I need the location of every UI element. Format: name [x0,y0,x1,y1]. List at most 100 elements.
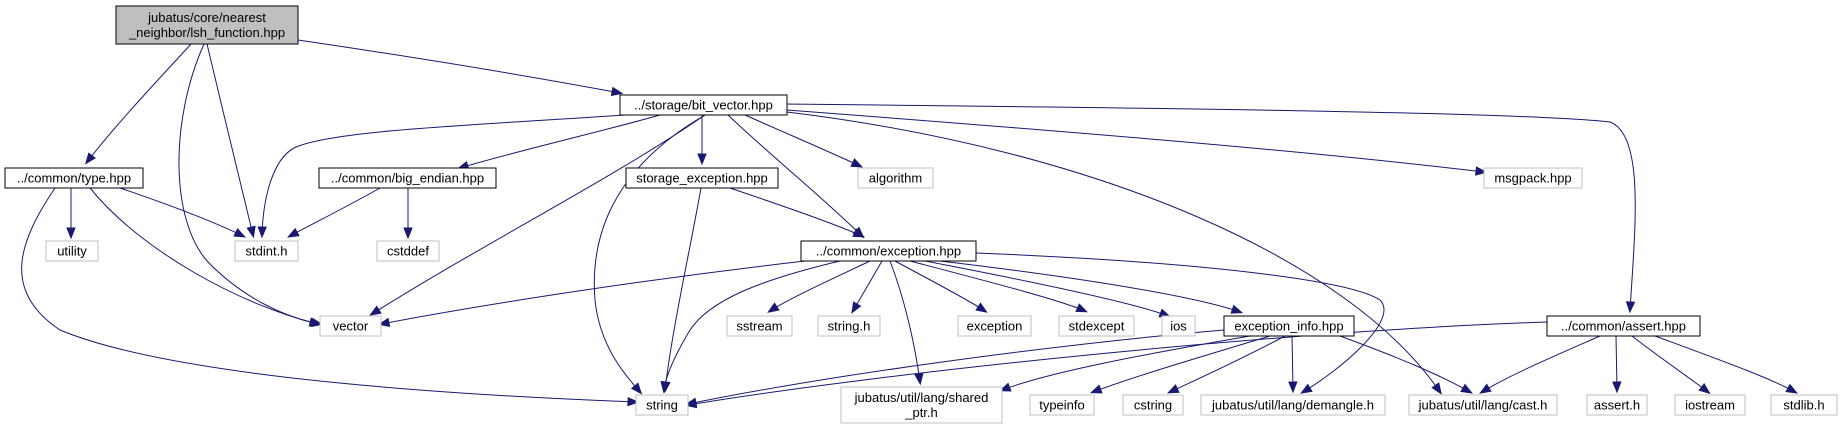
node-ios: ios [1161,315,1196,337]
node-label: ../common/type.hpp [17,171,131,186]
edge-exception_hpp-to-demangle-arrowhead [1300,383,1313,394]
node-box [857,167,934,189]
node-label: storage_exception.hpp [636,171,768,186]
node-cast: jubatus/util/lang/cast.h [1408,394,1558,416]
node-stdlib: stdlib.h [1770,394,1838,416]
node-typeinfo: typeinfo [1029,394,1095,416]
edge-exception_hpp-to-string [660,260,841,394]
node-stdint: stdint.h [234,240,299,262]
edge-bit_vector-to-assert_hpp [786,103,1636,314]
edge-lsh_function-to-stdint-arrowhead [246,225,256,239]
node-box [957,315,1032,337]
edge-exception_hpp-to-shared_ptr [889,260,924,386]
node-big_endian[interactable]: ../common/big_endian.hpp [318,167,497,189]
edge-exception_hpp-to-shared_ptr-arrowhead [914,372,924,386]
edge-exception_hpp-to-exception_info [939,260,1244,314]
node-label: _neighbor/lsh_function.hpp [128,25,285,40]
node-bit_vector[interactable]: ../storage/bit_vector.hpp [619,94,788,116]
edge-assert_hpp-to-string-arrowhead [684,398,698,409]
node-box [1483,167,1583,189]
edge-assert_hpp-to-assert_h-arrowhead [1612,381,1622,394]
edge-type_hpp-to-vector-arrowhead [308,317,322,327]
edge-lsh_function-to-bit_vector-arrowhead [610,86,624,97]
node-label: utility [57,244,87,259]
edge-assert_hpp-to-iostream [1631,335,1711,395]
edge-big_endian-to-cstddef [403,188,413,240]
node-label: string [646,398,678,413]
edge-type_hpp-to-string [21,187,640,407]
node-label: stdexcept [1069,319,1125,334]
edge-big_endian-to-stdint-arrowhead [287,227,300,238]
node-label: iostream [1685,398,1735,413]
edge-bit_vector-to-stdint-arrowhead [257,226,267,239]
node-box [817,315,881,337]
node-label: _ptr.h [904,405,938,420]
node-box [726,315,793,337]
edge-exception_info-to-shared_ptr-arrowhead [998,382,1012,392]
edge-bit_vector-to-storage_exception-arrowhead [697,153,707,166]
node-cstring: cstring [1122,394,1184,416]
edge-exception_hpp-to-string_h [851,260,883,314]
edge-exception_hpp-to-string-arrowhead [660,380,670,394]
edge-exception_info-to-cast-arrowhead [1460,383,1473,394]
edge-exception_info-to-shared_ptr [998,335,1251,392]
edge-assert_hpp-to-assert_h [1612,335,1622,394]
node-assert_h: assert.h [1586,394,1648,416]
edge-exception_hpp-to-vector [377,260,806,328]
node-stdexcept: stdexcept [1058,315,1135,337]
node-box [1058,315,1135,337]
edge-storage_exception-to-exception_hpp-arrowhead [852,228,866,238]
node-box [1770,394,1838,416]
edge-exception_hpp-to-exception-arrowhead [975,302,988,313]
edge-storage_exception-to-exception_hpp [729,187,866,238]
node-label: ../common/big_endian.hpp [331,171,484,186]
node-box [1029,394,1095,416]
node-algorithm: algorithm [857,167,934,189]
edge-lsh_function-to-stdint [206,43,256,239]
edge-assert_hpp-to-iostream-arrowhead [1698,383,1711,395]
node-label: sstream [736,319,782,334]
node-label: ../storage/bit_vector.hpp [634,98,773,113]
edge-bit_vector-to-assert_hpp-arrowhead [1625,301,1636,314]
edge-exception_hpp-to-exception_info-arrowhead [1230,304,1244,314]
node-vector: vector [319,315,382,337]
node-label: ../common/exception.hpp [816,244,961,259]
node-string: string [635,394,689,416]
node-label: jubatus/core/nearest [147,10,266,25]
edge-exception_hpp-to-ios [924,260,1172,318]
node-storage_exception[interactable]: storage_exception.hpp [625,167,779,189]
edge-bit_vector-to-big_endian [456,114,661,171]
node-exception_hpp[interactable]: ../common/exception.hpp [800,240,977,262]
edge-exception_hpp-to-stdexcept [909,260,1089,313]
node-label: msgpack.hpp [1494,171,1571,186]
edge-assert_hpp-to-string [684,321,1548,409]
edge-type_hpp-to-stdint-arrowhead [233,228,247,238]
node-label: algorithm [869,171,922,186]
node-type_hpp[interactable]: ../common/type.hpp [4,167,144,189]
node-assert_hpp[interactable]: ../common/assert.hpp [1546,315,1701,337]
node-box [45,240,99,262]
edge-type_hpp-to-vector [89,187,322,327]
node-lsh_function[interactable]: jubatus/core/nearest_neighbor/lsh_functi… [115,5,299,45]
node-string_h: string.h [817,315,881,337]
node-box [4,167,144,189]
node-box [1674,394,1746,416]
node-exception_info[interactable]: exception_info.hpp [1223,315,1355,337]
node-demangle: jubatus/util/lang/demangle.h [1200,394,1386,416]
node-label: assert.h [1594,398,1640,413]
edge-bit_vector-to-storage_exception [697,115,707,166]
node-label: exception [967,319,1023,334]
node-box [1586,394,1648,416]
edge-assert_hpp-to-stdlib [1654,335,1798,394]
node-box [635,394,689,416]
edge-assert_hpp-to-cast [1479,335,1601,394]
node-exception: exception [957,315,1032,337]
node-box [318,167,497,189]
edge-exception_hpp-to-sstream-arrowhead [767,302,780,313]
edge-assert_hpp-to-cast-arrowhead [1479,383,1492,394]
edge-type_hpp-to-string-arrowhead [627,396,640,407]
node-label: stdint.h [246,244,288,259]
node-msgpack: msgpack.hpp [1483,167,1583,189]
node-box [1200,394,1386,416]
